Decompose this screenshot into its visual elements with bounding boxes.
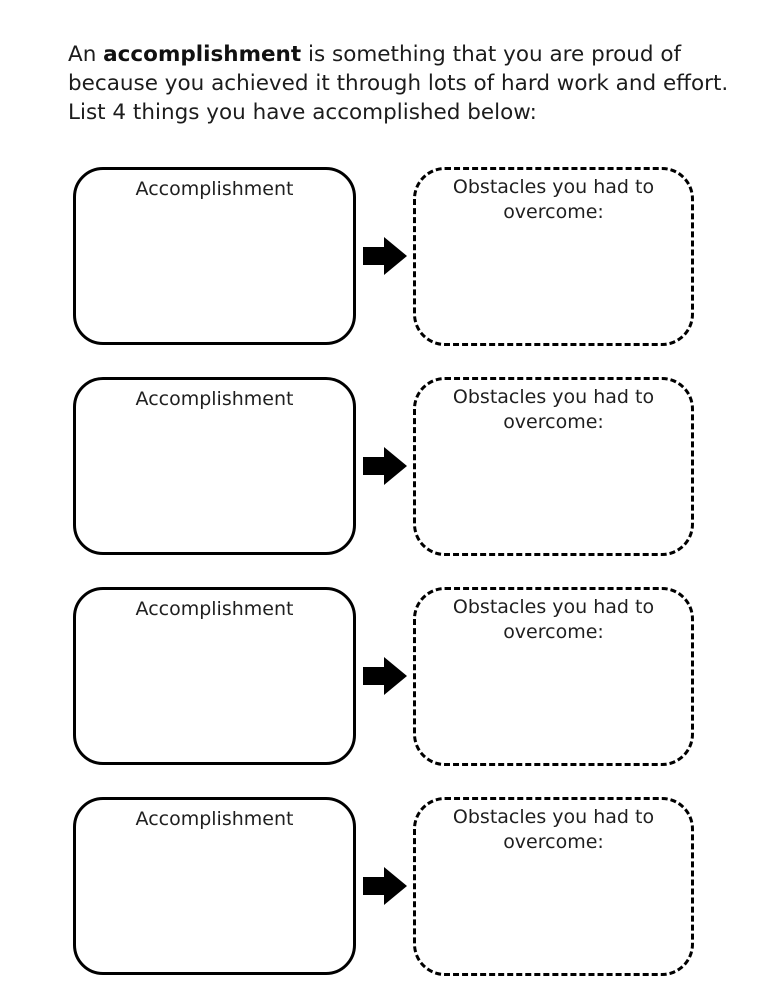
intro-bold-word: accomplishment bbox=[103, 42, 302, 67]
worksheet-row-4: Accomplishment Obstacles you had to over… bbox=[73, 797, 768, 976]
right-arrow-icon bbox=[356, 797, 413, 975]
obstacles-label: Obstacles you had to overcome: bbox=[452, 596, 655, 643]
accomplishment-label: Accomplishment bbox=[135, 178, 294, 200]
intro-before: An bbox=[68, 42, 104, 67]
intro-text: An accomplishment is something that you … bbox=[68, 40, 740, 127]
right-arrow-icon bbox=[356, 377, 413, 555]
worksheet-rows: Accomplishment Obstacles you had to over… bbox=[0, 167, 768, 999]
obstacles-label: Obstacles you had to overcome: bbox=[452, 386, 655, 433]
worksheet-row-2: Accomplishment Obstacles you had to over… bbox=[73, 377, 768, 556]
right-arrow-icon bbox=[356, 587, 413, 765]
accomplishment-box-3[interactable]: Accomplishment bbox=[73, 587, 356, 765]
obstacles-box-4[interactable]: Obstacles you had to overcome: bbox=[413, 797, 694, 976]
worksheet-row-1: Accomplishment Obstacles you had to over… bbox=[73, 167, 768, 346]
right-arrow-icon bbox=[356, 167, 413, 345]
accomplishment-label: Accomplishment bbox=[135, 808, 294, 830]
obstacles-box-1[interactable]: Obstacles you had to overcome: bbox=[413, 167, 694, 346]
intro-after: is something that you are proud of becau… bbox=[68, 42, 742, 125]
obstacles-box-2[interactable]: Obstacles you had to overcome: bbox=[413, 377, 694, 556]
obstacles-box-3[interactable]: Obstacles you had to overcome: bbox=[413, 587, 694, 766]
accomplishment-box-1[interactable]: Accomplishment bbox=[73, 167, 356, 345]
worksheet-row-3: Accomplishment Obstacles you had to over… bbox=[73, 587, 768, 766]
obstacles-label: Obstacles you had to overcome: bbox=[452, 806, 655, 853]
accomplishment-label: Accomplishment bbox=[135, 388, 294, 410]
accomplishment-box-4[interactable]: Accomplishment bbox=[73, 797, 356, 975]
accomplishment-box-2[interactable]: Accomplishment bbox=[73, 377, 356, 555]
obstacles-label: Obstacles you had to overcome: bbox=[452, 176, 655, 223]
accomplishment-label: Accomplishment bbox=[135, 598, 294, 620]
